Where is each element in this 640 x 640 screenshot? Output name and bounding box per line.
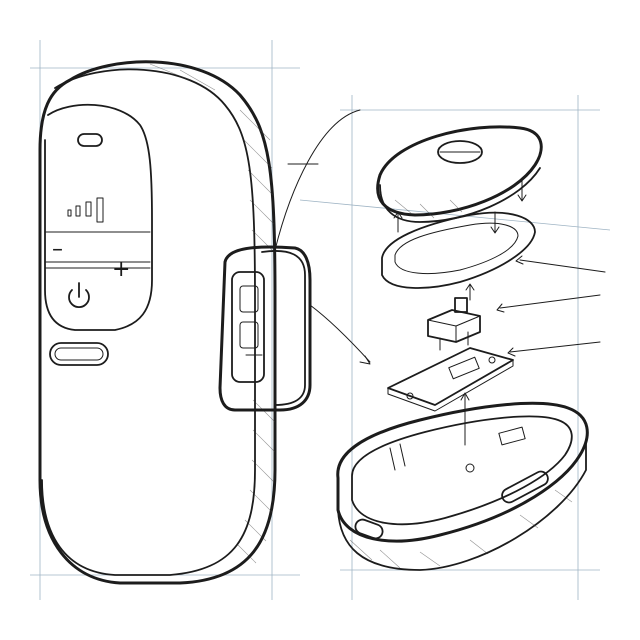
inner-cover [381, 211, 606, 289]
device-side-shading [149, 63, 276, 564]
side-latch [218, 245, 312, 412]
status-slot-icon [77, 133, 103, 147]
base-housing [336, 401, 589, 571]
top-cap [376, 125, 543, 223]
circuit-board [387, 341, 601, 412]
plus-label: + [112, 257, 130, 282]
leader-lines [274, 109, 371, 365]
device-outer-shell [38, 60, 277, 585]
signal-bars-icon [67, 197, 104, 223]
main-device: – + [38, 60, 312, 585]
power-icon [68, 282, 90, 309]
construction-guides [30, 40, 611, 600]
device-front-edge [41, 68, 256, 576]
control-panel [44, 103, 153, 331]
bottom-slot-button [49, 342, 109, 366]
minus-label: – [52, 237, 63, 262]
switch-module [427, 294, 601, 351]
exploded-view [336, 125, 606, 571]
